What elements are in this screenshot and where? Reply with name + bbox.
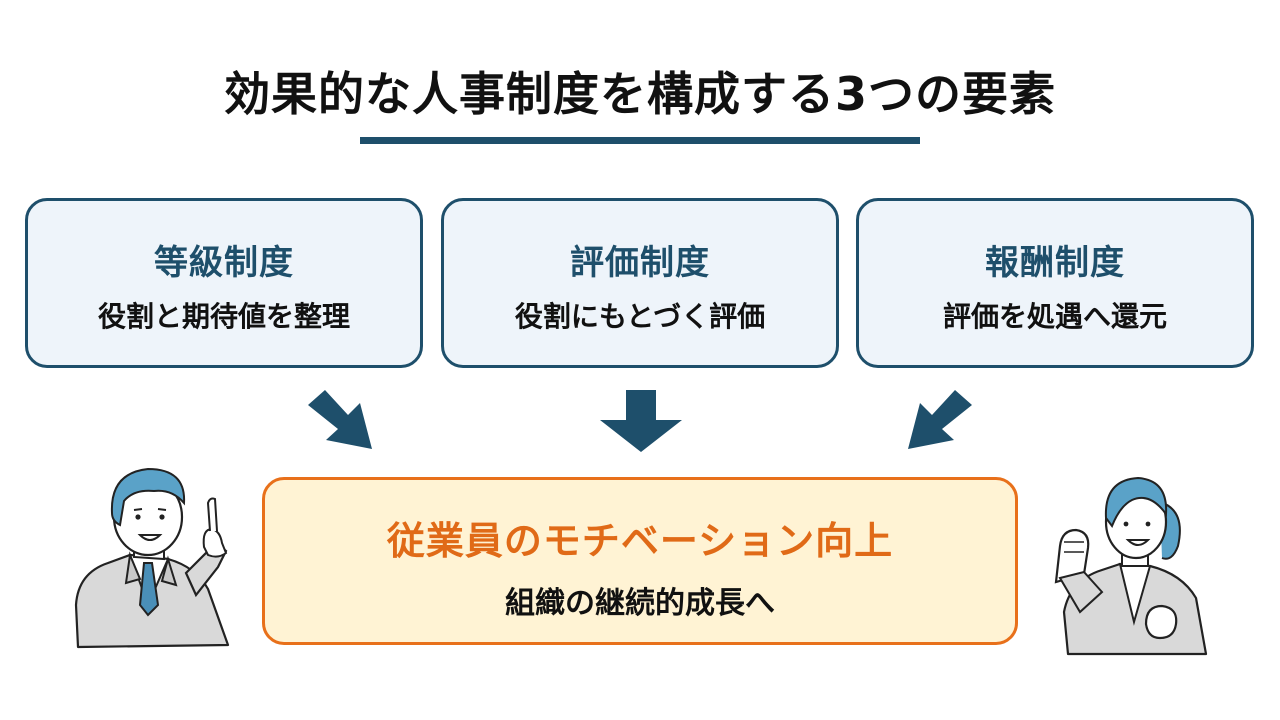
outcome-description: 組織の継続的成長へ (505, 586, 775, 621)
title-underline (360, 137, 920, 144)
arrow-down-right-icon (308, 390, 372, 449)
businessman-pointing-illustration (74, 467, 230, 649)
element-description: 役割と期待値を整理 (97, 300, 350, 333)
element-heading: 評価制度 (570, 243, 710, 283)
element-card-grade: 等級制度 役割と期待値を整理 (25, 198, 423, 368)
diagram-title: 効果的な人事制度を構成する3つの要素 (223, 67, 1056, 121)
element-description: 役割にもとづく評価 (514, 300, 766, 333)
element-description: 評価を処遇へ還元 (942, 300, 1167, 333)
businesswoman-fist-illustration (1054, 476, 1208, 656)
element-card-evaluation: 評価制度 役割にもとづく評価 (441, 198, 839, 368)
outcome-box: 従業員のモチベーション向上 組織の継続的成長へ (262, 477, 1018, 645)
element-card-compensation: 報酬制度 評価を処遇へ還元 (856, 198, 1254, 368)
element-heading: 報酬制度 (985, 243, 1125, 283)
arrow-down-icon (600, 390, 682, 452)
outcome-heading: 従業員のモチベーション向上 (386, 519, 894, 563)
element-heading: 等級制度 (154, 243, 294, 283)
arrow-down-left-icon (908, 390, 972, 449)
